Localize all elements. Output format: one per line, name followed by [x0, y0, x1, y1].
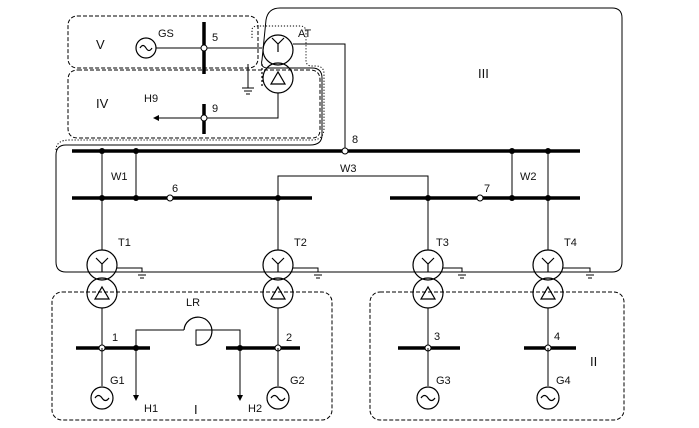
zone-label-v: V: [96, 37, 105, 52]
zone-at-outline: [55, 25, 325, 151]
transformer-t2-symbol[interactable]: [262, 249, 294, 309]
zone-v-outline: [67, 15, 259, 69]
zone-label-iii: III: [478, 66, 489, 81]
label-t2: T2: [294, 237, 307, 249]
label-node-8: 8: [352, 134, 358, 146]
transformer-t1-symbol[interactable]: [86, 249, 118, 309]
label-h9: H9: [144, 93, 158, 105]
generator-g1-symbol[interactable]: [90, 386, 114, 410]
generator-g3-symbol[interactable]: [416, 386, 440, 410]
label-g1: G1: [110, 375, 125, 387]
generator-g2-symbol[interactable]: [266, 386, 290, 410]
label-g4: G4: [556, 375, 571, 387]
transformer-at-symbol[interactable]: [261, 34, 294, 94]
label-at: AT: [298, 28, 312, 40]
label-node-4: 4: [554, 331, 560, 343]
transformer-t4-symbol[interactable]: [532, 249, 564, 309]
label-w2: W2: [520, 171, 537, 183]
node-5[interactable]: [200, 44, 208, 52]
label-node-2: 2: [286, 332, 292, 344]
label-h2: H2: [248, 403, 262, 415]
label-h1: H1: [144, 403, 158, 415]
zone-iv-outline: [67, 69, 321, 139]
node-6[interactable]: [166, 194, 174, 202]
generator-g4-symbol[interactable]: [536, 386, 560, 410]
label-w3: W3: [340, 163, 357, 175]
zone-label-iv: IV: [96, 96, 109, 111]
zone-ii-outline: [369, 291, 625, 421]
transformer-t3-symbol[interactable]: [412, 249, 444, 309]
label-gs: GS: [158, 28, 174, 40]
generator-gs-symbol[interactable]: [135, 37, 157, 59]
label-g2: G2: [290, 375, 305, 387]
label-node-7: 7: [484, 183, 490, 195]
label-node-3: 3: [434, 331, 440, 343]
line-w3[interactable]: [277, 175, 429, 198]
node-7[interactable]: [476, 194, 484, 202]
label-node-1: 1: [112, 332, 118, 344]
label-node-5: 5: [212, 32, 218, 44]
node-8[interactable]: [341, 147, 349, 155]
node-9[interactable]: [200, 114, 208, 122]
label-w1: W1: [111, 171, 128, 183]
zone-label-ii: II: [590, 354, 597, 369]
label-t4: T4: [564, 237, 577, 249]
label-t1: T1: [118, 237, 131, 249]
label-lr: LR: [186, 297, 200, 309]
zone-label-i: I: [194, 402, 198, 417]
label-t3: T3: [436, 237, 449, 249]
label-g3: G3: [436, 375, 451, 387]
label-node-6: 6: [172, 183, 178, 195]
label-node-9: 9: [212, 103, 218, 115]
reactor-lr[interactable]: [135, 329, 241, 348]
zone-i-outline: [51, 291, 333, 421]
